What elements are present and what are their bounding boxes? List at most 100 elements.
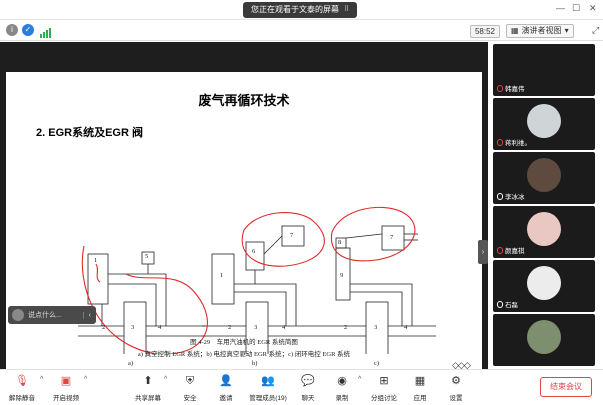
egr-system-diagram: [78, 206, 436, 354]
diagram-label: 5: [145, 253, 149, 260]
slide-subtitle: 2. EGR系统及EGR 阀: [36, 127, 143, 139]
participant-tile[interactable]: 蒋利维。: [493, 98, 595, 150]
avatar: [527, 104, 561, 138]
security-label: 安全: [183, 395, 197, 402]
chevron-up-icon[interactable]: ^: [358, 376, 362, 383]
chat-label: 聊天: [301, 395, 315, 402]
speaker-view-label: 演讲者视图: [521, 26, 562, 35]
minimize-icon[interactable]: —: [556, 3, 565, 13]
apps-icon: ▦: [414, 375, 426, 387]
share-screen-icon: ⬆: [143, 375, 153, 387]
breakout-rooms-button[interactable]: ⊞ 分组讨论: [364, 374, 404, 402]
screen-share-banner[interactable]: 您正在观看于文泰的屏幕 ⠿: [243, 2, 358, 18]
invite-button[interactable]: 👤 邀请: [206, 374, 246, 402]
chat-icon: 💬: [301, 375, 315, 387]
mic-muted-icon: [497, 138, 503, 146]
settings-label: 设置: [449, 395, 463, 402]
mic-muted-icon: 🎙: [15, 375, 29, 387]
shield-icon[interactable]: ✓: [22, 24, 34, 36]
participant-tile[interactable]: [493, 314, 595, 366]
mic-muted-icon: [497, 246, 503, 254]
manage-members-button[interactable]: 👥 管理成员(19): [244, 374, 292, 402]
slide-title: 废气再循环技术: [198, 93, 290, 108]
fullscreen-icon[interactable]: ⤢: [592, 25, 600, 35]
chevron-left-icon[interactable]: ‹: [82, 311, 96, 319]
security-button[interactable]: ⛨ 安全: [170, 374, 210, 402]
diagram-label: 3: [254, 324, 258, 331]
diagram-label: c): [374, 360, 380, 367]
manage-members-label: 管理成员(19): [249, 395, 287, 402]
drag-grip-icon[interactable]: ⠿: [344, 6, 350, 13]
diagram-c-box-8: [335, 237, 347, 249]
unmute-button[interactable]: 🎙 解除静音: [2, 374, 42, 402]
share-screen-button[interactable]: ⬆ 共享屏幕: [128, 374, 168, 402]
shield-icon: ⛨: [185, 375, 195, 387]
diagram-label: 2: [102, 324, 106, 331]
speaker-view-button[interactable]: ▦ 演讲者视图 ▾: [506, 24, 574, 38]
apps-button[interactable]: ▦ 应用: [400, 374, 440, 402]
participant-tile[interactable]: 石磊: [493, 260, 595, 312]
presentation-slide: 废气再循环技术 2. EGR系统及EGR 阀: [6, 72, 482, 386]
annotation-mark-a: [95, 263, 101, 283]
mic-icon: [497, 300, 503, 308]
gear-icon: ⚙: [451, 375, 461, 387]
diagram-label: 4: [158, 324, 162, 331]
diagram-label: 4: [282, 324, 286, 331]
diagram-label: 7: [290, 232, 294, 239]
end-meeting-button[interactable]: 结束会议: [540, 377, 592, 397]
meeting-controls: 🎙 解除静音 ^ ▣ 开启视频 ^ ⬆ 共享屏幕 ^ ⛨ 安全 👤 邀请 👥 管…: [0, 369, 603, 405]
participant-name: 石磊: [497, 299, 518, 309]
diagram-b: [202, 225, 324, 354]
chevron-up-icon[interactable]: ^: [164, 376, 168, 383]
info-icon[interactable]: i: [6, 24, 18, 36]
chevron-up-icon[interactable]: ^: [40, 376, 44, 383]
signal-strength-icon: [40, 25, 52, 38]
record-icon: ◉: [337, 375, 347, 387]
collapse-panel-button[interactable]: ›: [478, 240, 488, 264]
video-off-icon: ▣: [60, 375, 72, 387]
share-screen-label: 共享屏幕: [135, 395, 161, 402]
avatar: [527, 212, 561, 246]
diagram-b-box-1: [211, 253, 235, 305]
record-button[interactable]: ◉ 录制: [322, 374, 362, 402]
diagram-label: 2: [228, 324, 232, 331]
red-annotations: [81, 206, 416, 354]
chat-button[interactable]: 💬 聊天: [288, 374, 328, 402]
annotation-circle-b: [241, 212, 325, 267]
add-user-icon: 👤: [219, 375, 233, 387]
mic-icon: [497, 192, 503, 200]
invite-label: 邀请: [219, 395, 233, 402]
diagram-label: 1: [220, 272, 224, 279]
breakout-label: 分组讨论: [371, 395, 397, 402]
window-title-bar: 您正在观看于文泰的屏幕 ⠿ — ☐ ✕: [0, 0, 603, 20]
diagram-a: [78, 251, 206, 354]
diagram-c-box-3: [365, 301, 389, 354]
diagram-label: 8: [338, 239, 342, 246]
participant-name: 李冰冰: [497, 191, 525, 201]
settings-button[interactable]: ⚙ 设置: [436, 374, 476, 402]
close-icon[interactable]: ✕: [589, 3, 597, 13]
slide-decoration: ◇◇◇: [452, 360, 471, 370]
participant-tile[interactable]: 颜嘉祺: [493, 206, 595, 258]
record-label: 录制: [335, 395, 349, 402]
grid-icon: ▦: [511, 26, 519, 35]
chevron-up-icon[interactable]: ^: [84, 376, 88, 383]
start-video-button[interactable]: ▣ 开启视频: [46, 374, 86, 402]
chat-input-bar[interactable]: 说点什么... ‹: [8, 306, 96, 324]
maximize-icon[interactable]: ☐: [572, 3, 581, 13]
members-icon: 👥: [261, 375, 275, 387]
participant-tile[interactable]: 李冰冰: [493, 152, 595, 204]
slide-top-border: [6, 42, 482, 72]
start-video-label: 开启视频: [53, 395, 79, 402]
avatar: [527, 320, 561, 354]
figure-subcaption: a) 真空控制 EGR 系统；b) 电控真空驱动 EGR 系统；c) 闭环电控 …: [137, 351, 351, 358]
unmute-label: 解除静音: [9, 395, 35, 402]
diagram-a-box-1: [87, 253, 109, 305]
participants-panel: 韩嘉伟 蒋利维。 李冰冰 颜嘉祺 石磊: [490, 42, 603, 369]
avatar-icon: [12, 309, 24, 321]
annotation-circle-c: [330, 206, 416, 262]
chevron-down-icon: ▾: [564, 26, 569, 35]
meeting-info-bar: i ✓ 58:52 ▦ 演讲者视图 ▾ ⤢: [0, 21, 603, 41]
participant-tile[interactable]: 韩嘉伟: [493, 44, 595, 96]
